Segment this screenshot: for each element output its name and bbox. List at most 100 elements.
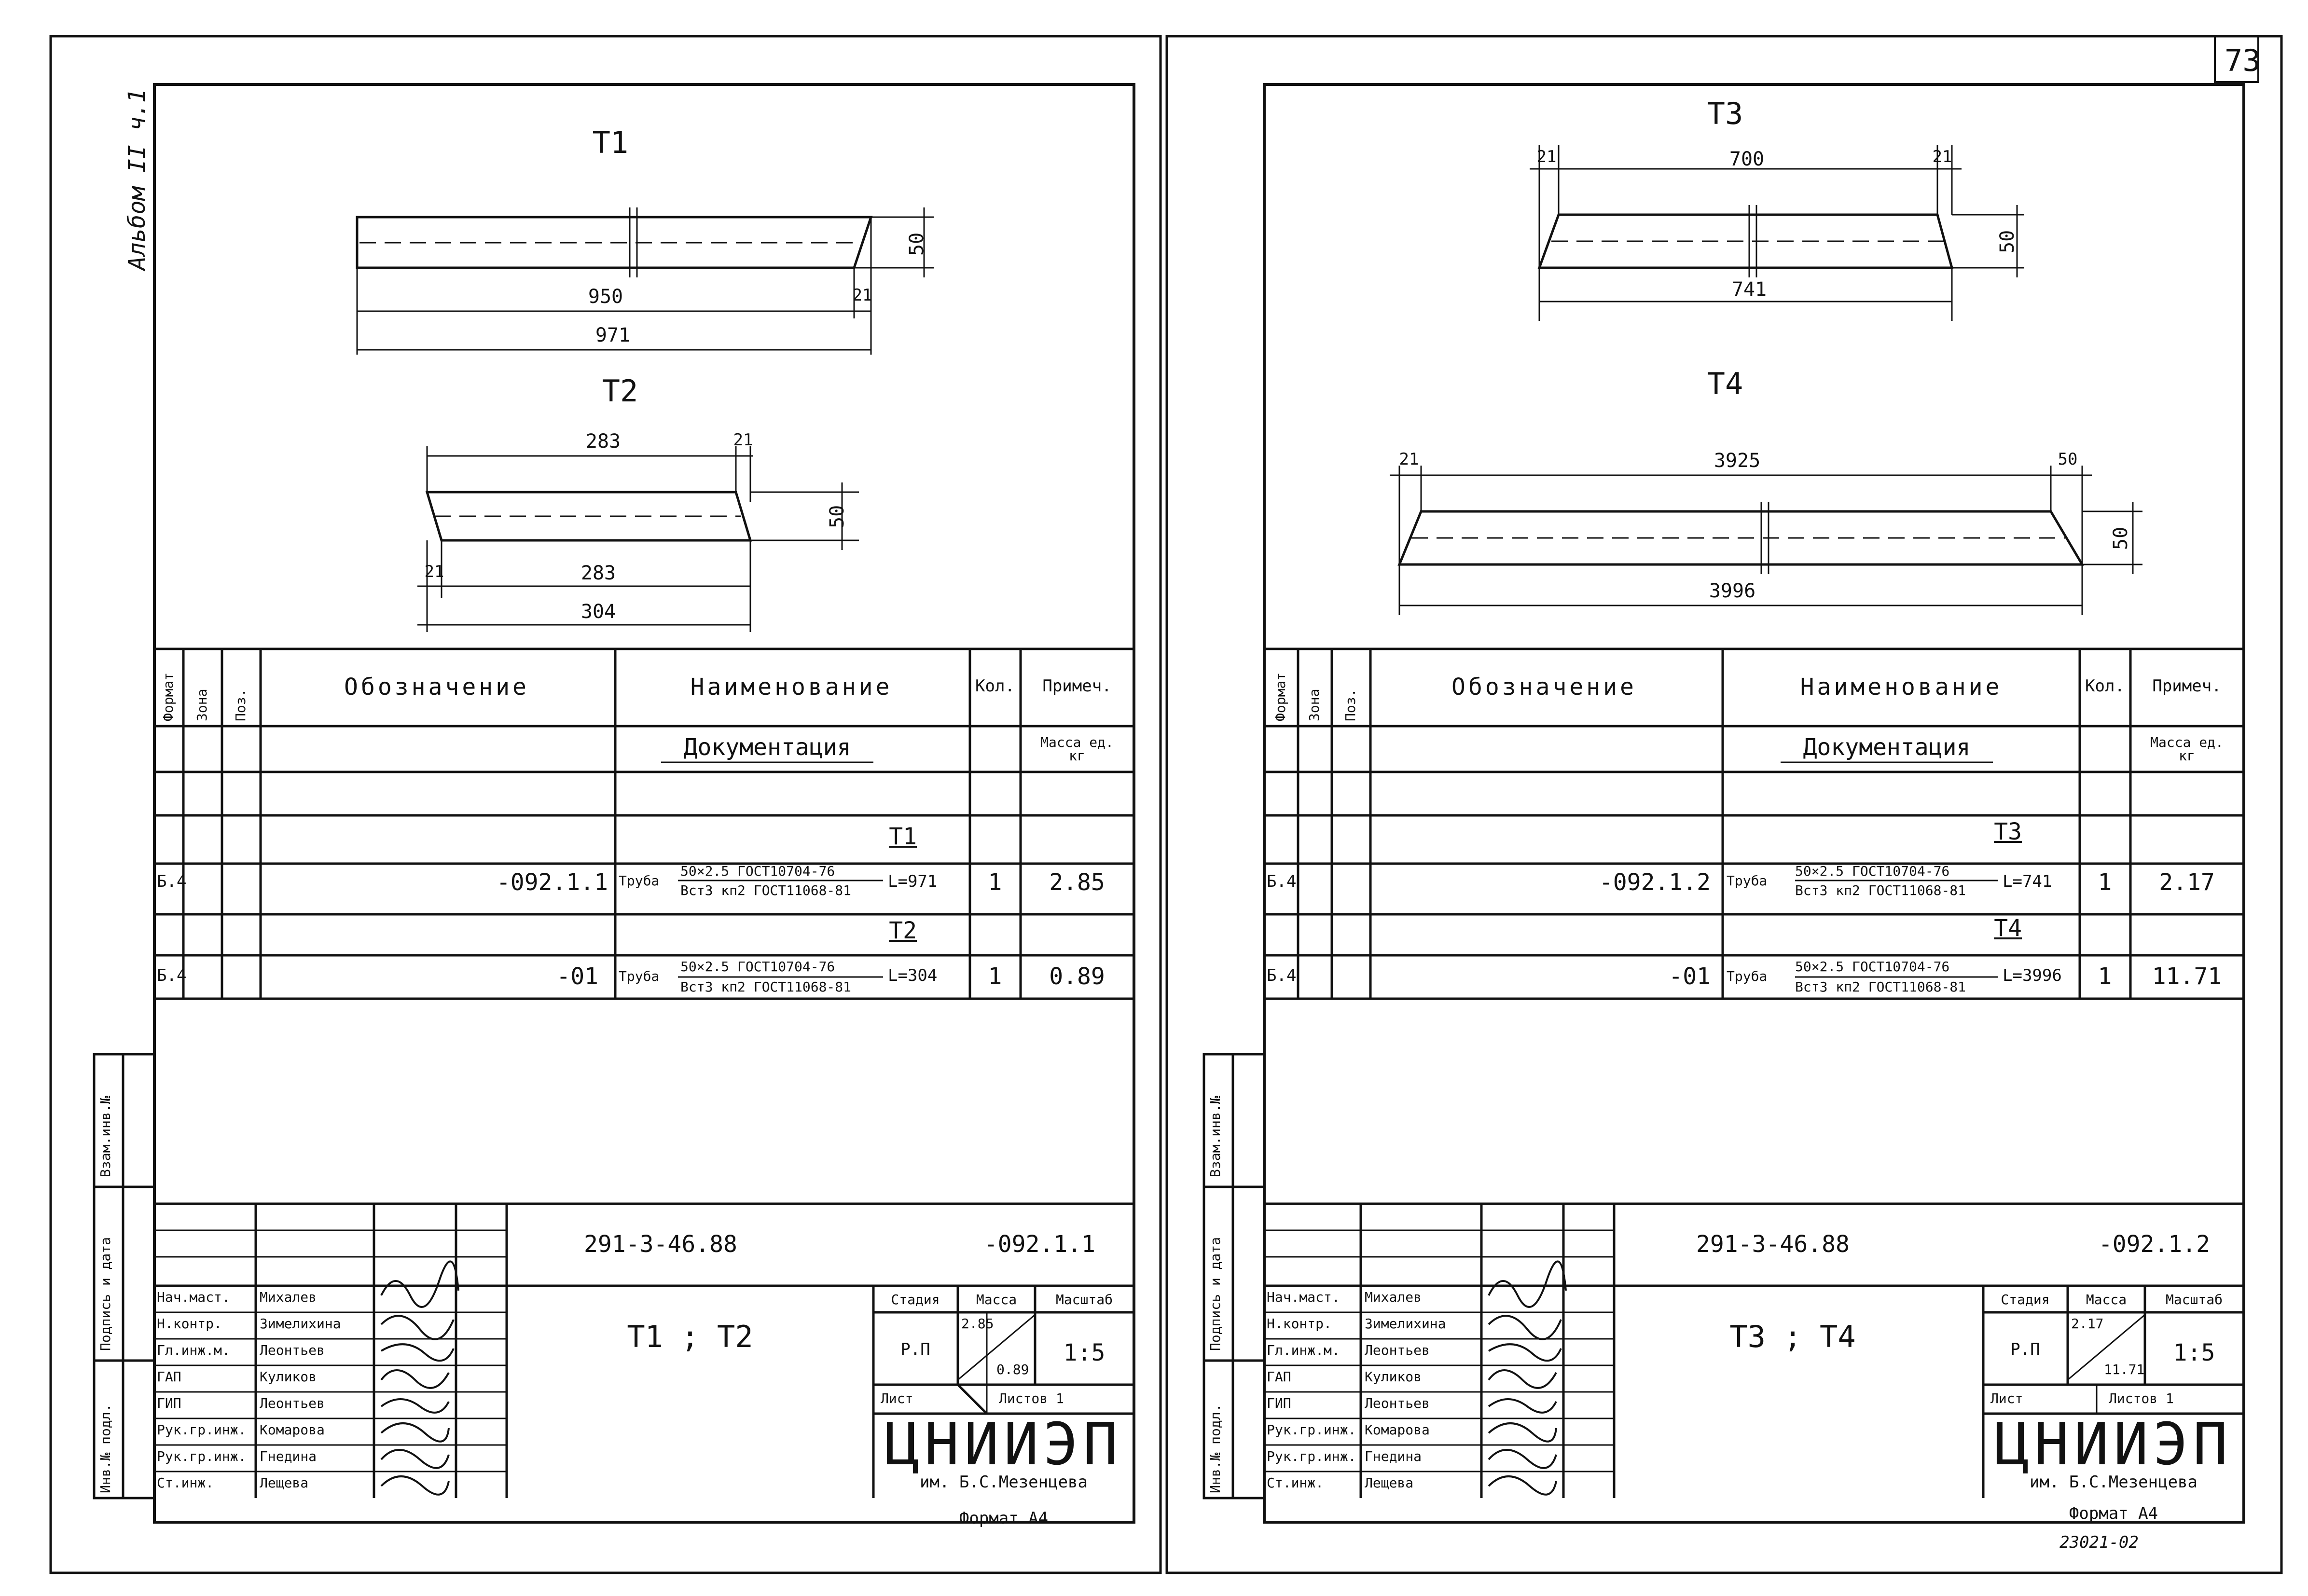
signer-name: Леонтьев bbox=[260, 1395, 325, 1411]
spec-mass-unit: Масса ед. кг bbox=[2150, 734, 2224, 764]
title-sheet-h: Лист bbox=[1990, 1390, 2023, 1406]
title-stage-h: Стадия bbox=[891, 1292, 940, 1307]
spec-row-label: Т2 bbox=[889, 917, 917, 944]
title-sheets-h: Листов 1 bbox=[999, 1390, 1064, 1406]
archive-code: 23021-02 bbox=[2059, 1533, 2139, 1552]
title-sheets-h: Листов 1 bbox=[2109, 1390, 2174, 1406]
spec-row-num: 50×2.5 ГОСТ10704-76 bbox=[680, 959, 835, 975]
signer-name: Комарова bbox=[1365, 1422, 1430, 1438]
signature-scribbles bbox=[380, 1260, 1567, 1496]
spec-row-format: Б.4 bbox=[1267, 966, 1297, 985]
signer-role: Рук.гр.инж. bbox=[1267, 1422, 1356, 1438]
t2-dim-283a: 283 bbox=[585, 430, 621, 453]
signer-name: Зимелихина bbox=[260, 1316, 341, 1332]
spec-row-format: Б.4 bbox=[1267, 872, 1297, 891]
t2-dim-21b: 21 bbox=[424, 562, 444, 581]
title-doc-code: 291-3-46.88 bbox=[1696, 1231, 1850, 1258]
spec-row-designation: -092.1.1 bbox=[496, 869, 608, 896]
signer-name: Леонтьев bbox=[260, 1342, 325, 1358]
title-sheet-h: Лист bbox=[881, 1390, 913, 1406]
signer-role: Рук.гр.инж. bbox=[157, 1448, 247, 1464]
spec-row-designation: -01 bbox=[556, 963, 598, 990]
signer-name: Комарова bbox=[260, 1422, 325, 1438]
spec-row-den: Вст3 кп2 ГОСТ11068-81 bbox=[1795, 882, 1966, 898]
title-stage-h: Стадия bbox=[2001, 1292, 2050, 1307]
org-subtitle: им. Б.С.Мезенцева bbox=[920, 1472, 1088, 1492]
spec-row-length: L=3996 bbox=[2003, 966, 2062, 985]
signer-role: Гл.инж.м. bbox=[1267, 1342, 1340, 1358]
signer-role: Ст.инж. bbox=[1267, 1475, 1324, 1491]
spec-row-qty: 1 bbox=[988, 963, 1002, 990]
spec-row-name: Труба bbox=[619, 968, 660, 984]
spec-section: Документация bbox=[683, 734, 851, 761]
spec-h-qty: Кол. bbox=[2085, 676, 2125, 696]
spec-section: Документация bbox=[1803, 734, 1971, 761]
spec-row-label: Т1 bbox=[889, 823, 917, 850]
title-stage: Р.П bbox=[2010, 1340, 2040, 1359]
spec-row-designation: -01 bbox=[1669, 963, 1711, 990]
t3-dim-21b: 21 bbox=[1932, 147, 1952, 166]
signer-role: Нач.маст. bbox=[1267, 1289, 1340, 1305]
spec-row-format: Б.4 bbox=[157, 966, 187, 985]
spec-h-zone: Зона bbox=[194, 688, 210, 721]
org-subtitle: им. Б.С.Мезенцева bbox=[2030, 1472, 2197, 1492]
title-stage: Р.П bbox=[900, 1340, 930, 1359]
t3-title: Т3 bbox=[1707, 96, 1743, 131]
t4-title: Т4 bbox=[1707, 366, 1743, 401]
left-strip-podpis: Подпись и дата bbox=[97, 1237, 113, 1351]
t3-dim-741: 741 bbox=[1731, 278, 1767, 301]
spec-row-qty: 1 bbox=[2098, 869, 2112, 896]
title-scale-h: Масштаб bbox=[1055, 1292, 1113, 1307]
title-mass2: 0.89 bbox=[996, 1362, 1029, 1377]
t3-dim-700: 700 bbox=[1729, 148, 1765, 170]
spec-mass-unit: Масса ед. кг bbox=[1040, 734, 1114, 764]
spec-h-designation: Обозначение bbox=[1451, 674, 1637, 701]
format-note: Формат А4 bbox=[2069, 1504, 2158, 1523]
spec-row-note: 2.17 bbox=[2159, 869, 2215, 896]
t4-dim-3996: 3996 bbox=[1709, 580, 1756, 602]
spec-h-pos: Поз. bbox=[233, 688, 249, 721]
spec-row-label: Т4 bbox=[1994, 915, 2022, 942]
spec-h-name: Наименование bbox=[1800, 674, 2003, 701]
spec-row-designation: -092.1.2 bbox=[1599, 869, 1711, 896]
signer-name: Лещева bbox=[1365, 1475, 1414, 1491]
signer-name: Михалев bbox=[260, 1289, 317, 1305]
spec-row-label: Т3 bbox=[1994, 818, 2022, 845]
left-strip-vzam: Взам.инв.№ bbox=[97, 1096, 113, 1177]
signer-role: Рук.гр.инж. bbox=[157, 1422, 247, 1438]
title-mass1: 2.17 bbox=[2071, 1316, 2104, 1332]
spec-row-qty: 1 bbox=[988, 869, 1002, 896]
title-scale-h: Масштаб bbox=[2165, 1292, 2223, 1307]
title-doc-code: 291-3-46.88 bbox=[584, 1231, 737, 1258]
t1-dim-971: 971 bbox=[595, 324, 631, 346]
spec-row-den: Вст3 кп2 ГОСТ11068-81 bbox=[1795, 979, 1966, 995]
t2-dim-21a: 21 bbox=[733, 430, 753, 450]
title-drawing-name: Т3 ; Т4 bbox=[1729, 1319, 1856, 1354]
spec-row-note: 2.85 bbox=[1049, 869, 1105, 896]
spec-h-designation: Обозначение bbox=[344, 674, 529, 701]
spec-h-note: Примеч. bbox=[2152, 676, 2222, 696]
album-label: Альбом II ч.1 bbox=[124, 89, 151, 270]
t2-title: Т2 bbox=[602, 373, 638, 409]
spec-row-note: 11.71 bbox=[2152, 963, 2222, 990]
signer-name: Куликов bbox=[260, 1369, 317, 1385]
signer-name: Куликов bbox=[1365, 1369, 1422, 1385]
right-strip-vzam: Взам.инв.№ bbox=[1207, 1096, 1223, 1177]
title-doc-suffix: -092.1.1 bbox=[983, 1231, 1095, 1258]
signer-role: Ст.инж. bbox=[157, 1475, 214, 1491]
spec-row-length: L=304 bbox=[888, 966, 938, 985]
spec-row-name: Труба bbox=[619, 873, 660, 889]
spec-row-den: Вст3 кп2 ГОСТ11068-81 bbox=[680, 882, 852, 898]
signer-role: Гл.инж.м. bbox=[157, 1342, 230, 1358]
signer-role: Рук.гр.инж. bbox=[1267, 1448, 1356, 1464]
t4-dim-3925: 3925 bbox=[1714, 450, 1761, 472]
spec-h-format: Формат bbox=[160, 672, 176, 721]
page-number: 73 bbox=[2225, 43, 2261, 78]
title-mass1: 2.85 bbox=[961, 1316, 994, 1332]
spec-row-qty: 1 bbox=[2098, 963, 2112, 990]
t3-dim-50: 50 bbox=[1996, 230, 2018, 253]
spec-row-format: Б.4 bbox=[157, 872, 187, 891]
t1-dim-21: 21 bbox=[852, 286, 872, 305]
signer-name: Зимелихина bbox=[1365, 1316, 1446, 1332]
